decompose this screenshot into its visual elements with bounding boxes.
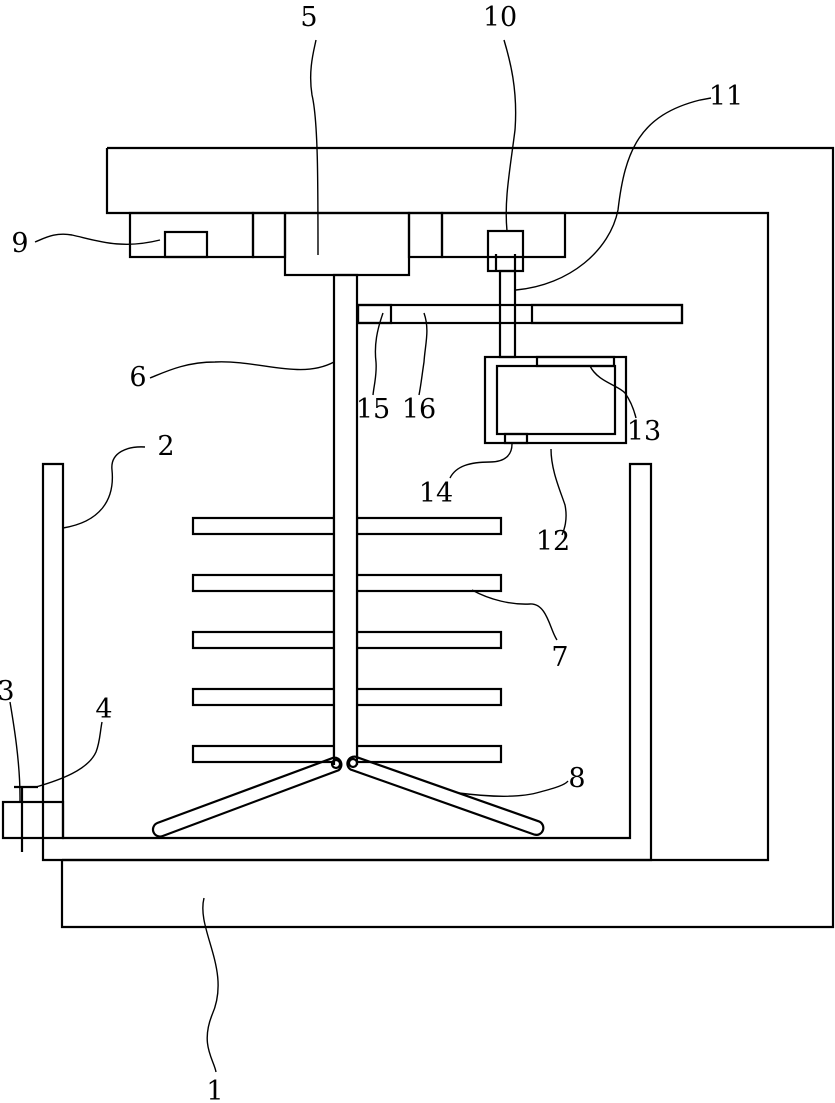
label-7: 7 bbox=[551, 642, 568, 673]
label-8: 8 bbox=[568, 763, 585, 794]
label-13: 13 bbox=[627, 416, 661, 447]
label-5: 5 bbox=[300, 2, 317, 33]
label-11: 11 bbox=[709, 81, 743, 112]
label-15: 15 bbox=[356, 394, 390, 425]
label-16: 16 bbox=[402, 394, 436, 425]
scraper-arms bbox=[153, 757, 543, 837]
label-12: 12 bbox=[536, 526, 570, 557]
small-motor bbox=[488, 231, 523, 271]
frame-body bbox=[62, 148, 833, 927]
label-4: 4 bbox=[95, 694, 112, 725]
label-1: 1 bbox=[206, 1076, 223, 1103]
small-motor-shaft bbox=[500, 271, 515, 357]
motor bbox=[285, 213, 409, 275]
label-14: 14 bbox=[419, 478, 453, 509]
sensor-block bbox=[165, 232, 207, 257]
stirring-blades bbox=[193, 515, 501, 765]
leader-lines bbox=[10, 40, 711, 1072]
label-10: 10 bbox=[483, 2, 517, 33]
label-9: 9 bbox=[11, 228, 28, 259]
hatched-box bbox=[485, 357, 626, 443]
label-3: 3 bbox=[0, 676, 15, 707]
label-6: 6 bbox=[129, 362, 146, 393]
reference-labels: 1 2 3 4 5 6 7 8 9 10 11 12 13 14 15 16 bbox=[0, 2, 743, 1103]
mount-block bbox=[130, 213, 565, 257]
label-2: 2 bbox=[157, 431, 174, 462]
drain-valve bbox=[3, 787, 63, 852]
guide-rail bbox=[358, 305, 682, 323]
